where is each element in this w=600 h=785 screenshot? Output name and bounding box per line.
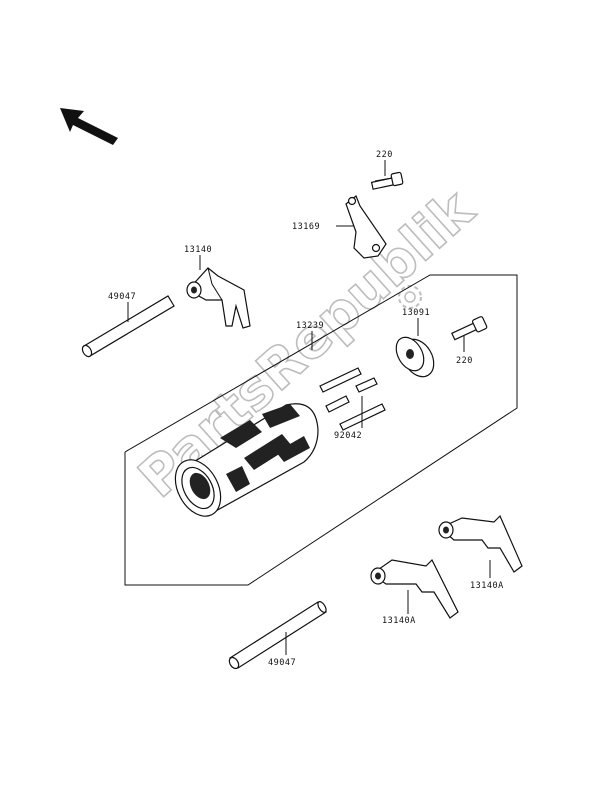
shift-fork-left xyxy=(186,267,251,329)
bolt-top xyxy=(370,171,404,190)
label-fork-right-lower: 13140A xyxy=(382,616,416,626)
label-bracket: 13169 xyxy=(292,222,320,232)
label-bolt-right: 220 xyxy=(456,356,473,366)
label-drum-gear: 13091 xyxy=(402,308,430,318)
bracket-plate xyxy=(345,195,387,259)
shift-fork-right-upper xyxy=(438,514,523,573)
label-fork-left: 13140 xyxy=(184,245,212,255)
gear-logo-icon xyxy=(398,285,422,309)
bolt-right xyxy=(451,316,488,341)
shift-fork-right-lower xyxy=(370,558,459,619)
shift-rod-lower xyxy=(228,601,327,670)
assembly-frame xyxy=(124,274,518,586)
label-drum: 13239 xyxy=(296,321,324,331)
drum-pins xyxy=(319,367,386,431)
shift-drum xyxy=(174,403,319,517)
drum-pin-plate xyxy=(395,336,435,378)
label-pins: 92042 xyxy=(334,431,362,441)
arrow-icon xyxy=(60,108,118,145)
label-shaft-upper: 49047 xyxy=(108,292,136,302)
label-shaft-lower: 49047 xyxy=(268,658,296,668)
label-bolt-top: 220 xyxy=(376,150,393,160)
label-fork-right-upper: 13140A xyxy=(470,581,504,591)
shift-rod-upper xyxy=(81,295,175,358)
